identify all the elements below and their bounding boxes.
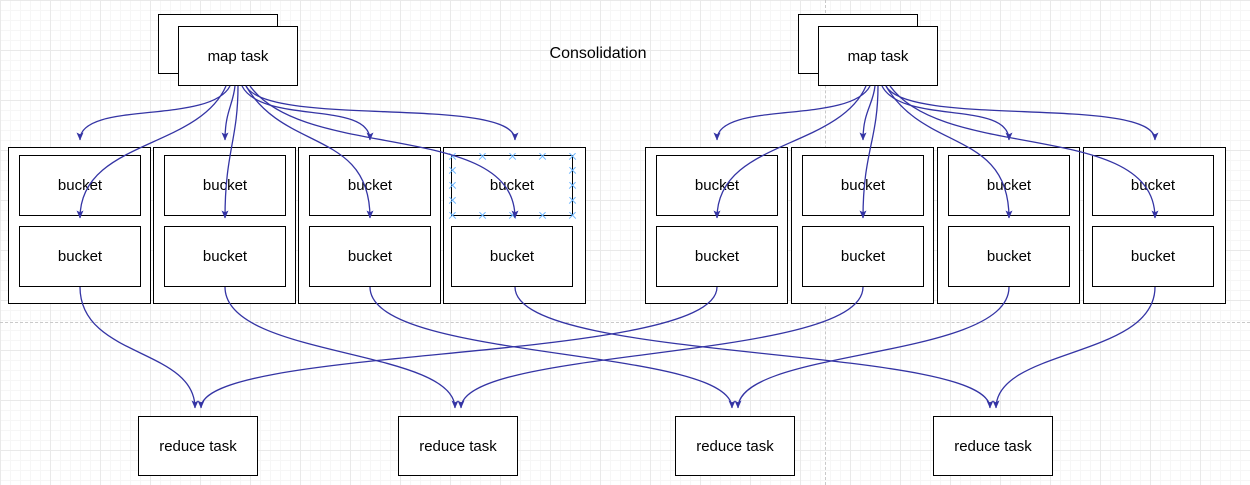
reduce-task-2[interactable]: reduce task <box>398 416 518 476</box>
reduce-task-4[interactable]: reduce task <box>933 416 1053 476</box>
bucket[interactable]: bucket <box>948 226 1070 287</box>
edge-g1bucket3-reduce3[interactable] <box>369 286 736 409</box>
map-task-1[interactable]: map task <box>178 26 298 86</box>
edge-g2bucket4-reduce4[interactable] <box>992 286 1156 409</box>
edge-map1-bottom-bucket3[interactable] <box>245 85 374 219</box>
edge-map2-bottom-bucket3[interactable] <box>885 85 1013 219</box>
bucket[interactable]: bucket <box>1092 155 1214 216</box>
edge-map1-top-bucket1[interactable] <box>76 85 231 141</box>
bucket[interactable]: bucket <box>802 226 924 287</box>
edge-map1-bottom-bucket1[interactable] <box>76 85 227 219</box>
edge-map1-top-bucket2[interactable] <box>221 85 236 141</box>
edge-map2-top-bucket4[interactable] <box>885 85 1159 141</box>
edge-map1-bottom-bucket4[interactable] <box>249 85 519 219</box>
bucket[interactable]: bucket <box>656 155 778 216</box>
reduce-task-3[interactable]: reduce task <box>675 416 795 476</box>
bucket[interactable]: bucket <box>164 226 286 287</box>
edge-g2bucket1-reduce1[interactable] <box>197 286 718 409</box>
edge-map2-bottom-bucket1[interactable] <box>713 85 867 219</box>
edge-map2-bottom-bucket2[interactable] <box>859 85 879 219</box>
edge-map1-top-bucket3[interactable] <box>241 85 374 141</box>
edge-g1bucket1-reduce1[interactable] <box>79 286 199 409</box>
bucket[interactable]: bucket <box>309 226 431 287</box>
bucket-selected[interactable]: bucket <box>451 155 573 216</box>
edge-map2-top-bucket2[interactable] <box>859 85 876 141</box>
bucket[interactable]: bucket <box>19 226 141 287</box>
edge-g2bucket2-reduce2[interactable] <box>457 286 864 409</box>
edge-map2-bottom-bucket4[interactable] <box>889 85 1159 219</box>
edge-g2bucket3-reduce3[interactable] <box>734 286 1010 409</box>
bucket[interactable]: bucket <box>19 155 141 216</box>
edge-g1bucket2-reduce2[interactable] <box>224 286 459 409</box>
bucket[interactable]: bucket <box>1092 226 1214 287</box>
bucket[interactable]: bucket <box>656 226 778 287</box>
edge-g1bucket4-reduce4[interactable] <box>514 286 994 409</box>
edge-map1-top-bucket4[interactable] <box>245 85 519 141</box>
reduce-task-1[interactable]: reduce task <box>138 416 258 476</box>
bucket[interactable]: bucket <box>451 226 573 287</box>
edge-map2-top-bucket3[interactable] <box>881 85 1013 141</box>
diagram-title: Consolidation <box>549 45 647 62</box>
edge-map1-bottom-bucket2[interactable] <box>221 85 239 219</box>
edge-map2-top-bucket1[interactable] <box>713 85 871 141</box>
page-boundary-horizontal <box>0 322 1250 323</box>
map-task-2[interactable]: map task <box>818 26 938 86</box>
